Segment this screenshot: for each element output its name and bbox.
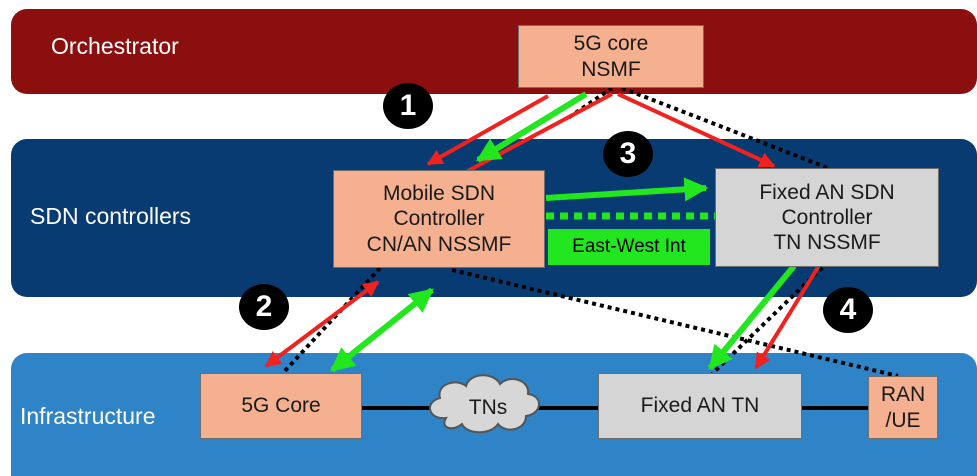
ran-ue-box: RAN /UE	[868, 376, 938, 439]
red-fixed-to-tn	[754, 262, 822, 370]
core-label: 5G Core	[241, 394, 321, 418]
green-mobile-core	[330, 287, 434, 373]
step-2-badge: 2	[239, 284, 289, 330]
step-3-badge: 3	[603, 131, 653, 177]
red-nsmf-to-fixed	[617, 92, 776, 168]
fixed-tn-label: Fixed AN TN	[640, 394, 760, 418]
mobile-line-1: Mobile SDN	[382, 182, 496, 206]
green-nsmf-to-mobile	[475, 91, 588, 163]
dotted-nsmf-fixed	[621, 86, 829, 170]
green-fixed-to-tn	[707, 264, 797, 370]
fixed-an-tn-box: Fixed AN TN	[598, 373, 802, 439]
fixed-an-sdn-controller-box: Fixed AN SDN Controller TN NSSMF	[715, 168, 939, 267]
5g-core-box: 5G Core	[200, 373, 362, 439]
mobile-line-2: Controller	[393, 207, 485, 231]
fixed-line-3: TN NSSMF	[773, 231, 881, 255]
east-west-interface-label: East-West Int	[548, 229, 710, 265]
tns-label: TNs	[468, 396, 508, 420]
sdn-controllers-label: SDN controllers	[30, 203, 192, 229]
fixed-line-1: Fixed AN SDN	[759, 180, 895, 204]
ran-line-2: /UE	[885, 408, 921, 432]
orchestrator-label: Orchestrator	[51, 33, 179, 59]
ran-line-1: RAN	[880, 383, 926, 407]
red-mobile-to-nsmf	[465, 92, 613, 174]
step-4-badge: 4	[823, 287, 873, 333]
mobile-sdn-controller-box: Mobile SDN Controller CN/AN NSSMF	[333, 170, 545, 268]
tns-label-box: TNs	[440, 388, 536, 428]
orchestrator-layer	[11, 9, 977, 94]
mobile-line-3: CN/AN NSSMF	[366, 232, 512, 256]
nsmf-line-1: 5G core	[573, 32, 649, 56]
infrastructure-label: Infrastructure	[20, 403, 156, 429]
fixed-line-2: Controller	[781, 205, 873, 229]
dotted-mobile-core	[280, 266, 382, 376]
dotted-nsmf-mobile	[566, 86, 614, 120]
green-mobile-to-fixed	[545, 177, 709, 202]
red-nsmf-to-mobile	[426, 94, 549, 166]
nsmf-box: 5G core NSMF	[518, 25, 704, 88]
nsmf-line-2: NSMF	[581, 57, 641, 81]
step-1-badge: 1	[383, 83, 433, 129]
